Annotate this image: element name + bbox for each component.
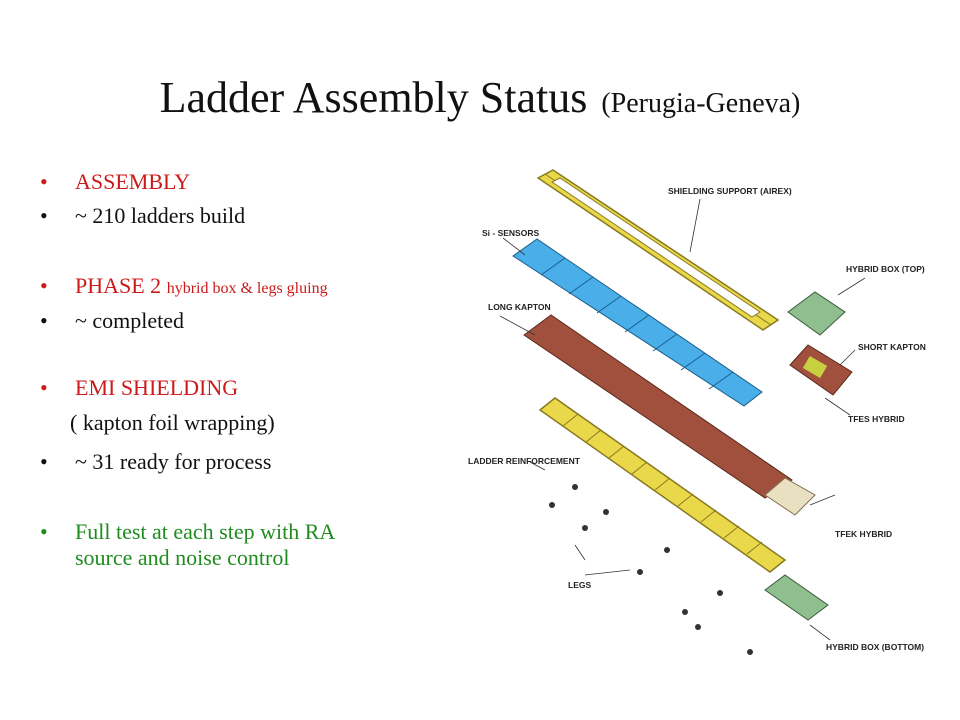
title-sub: (Perugia-Geneva) [601, 88, 801, 119]
ladder-exploded-diagram: SHIELDING SUPPORT (AIREX) Si - SENSORS L… [468, 169, 926, 655]
label-legs: LEGS [568, 580, 591, 590]
label-short-kapton: SHORT KAPTON [858, 342, 926, 352]
leader-lines [499, 198, 866, 641]
label-ladder-reinforcement: LADDER REINFORCEMENT [468, 456, 581, 466]
label-tfes-hybrid: TFES HYBRID [848, 414, 905, 424]
long-kapton-strip [523, 314, 793, 499]
title-main: Ladder Assembly Status [159, 73, 588, 122]
label-hybrid-box-bottom: HYBRID BOX (BOTTOM) [826, 642, 924, 652]
legs-group [549, 484, 753, 655]
label-shielding-support: SHIELDING SUPPORT (AIREX) [668, 186, 792, 196]
label-si-sensors: Si - SENSORS [482, 228, 539, 238]
si-sensors-strip [512, 238, 763, 407]
label-long-kapton: LONG KAPTON [488, 302, 551, 312]
label-tfek-hybrid: TFEK HYBRID [835, 529, 892, 539]
hybrid-box-bottom [764, 574, 829, 621]
tfek-hybrid [764, 477, 816, 516]
shielding-support-frame [536, 169, 780, 331]
ladder-reinforcement-frame [538, 397, 787, 573]
label-hybrid-box-top: HYBRID BOX (TOP) [846, 264, 925, 274]
slide-title: Ladder Assembly Status (Perugia-Geneva) [0, 72, 960, 123]
hybrid-box-top [787, 291, 846, 336]
short-kapton-hybrid [789, 344, 853, 396]
